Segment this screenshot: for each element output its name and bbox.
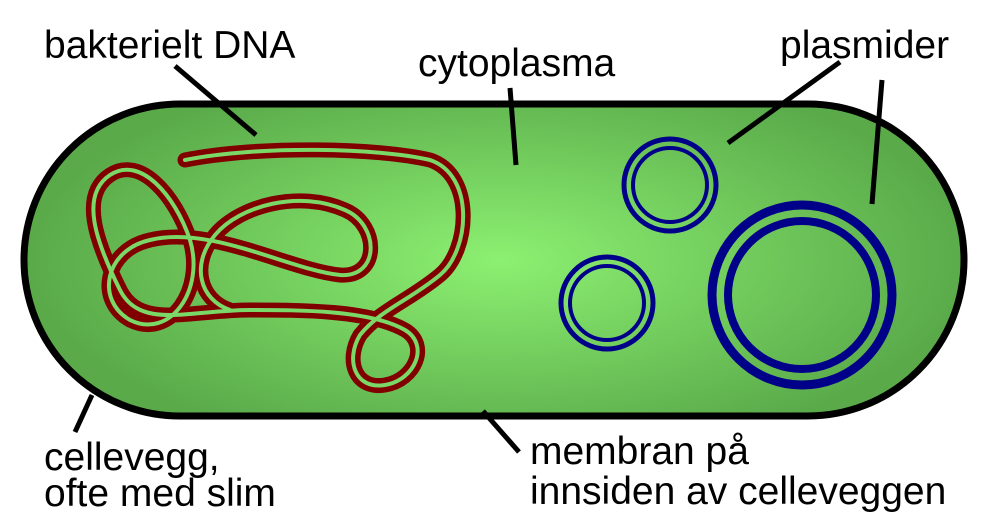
label-cell-wall-line1: cellevegg, [44,436,220,479]
leader-dna [173,64,258,137]
label-membrane-line1: membran på [530,430,749,473]
leader-lines [72,59,885,454]
label-membrane-line2: innsiden av celleveggen [530,470,946,513]
dna-strand-gap [91,147,466,388]
bacterial-dna [85,142,471,393]
leader-plasmid-large [869,79,885,205]
leader-membrane [481,409,521,454]
cell-body [20,100,968,420]
label-cytoplasm: cytoplasma [418,42,616,85]
leader-plasmid-small [726,59,842,146]
leader-cell-wall [72,393,95,434]
plasmid-small-top [621,136,719,234]
plasmid-large [707,200,897,390]
label-bacterial-dna: bakterielt DNA [44,24,295,67]
leader-cytoplasm [507,87,519,166]
label-plasmids: plasmider [780,24,949,67]
label-cell-wall-line2: ofte med slim [44,472,276,515]
plasmid-small-bottom [558,254,656,352]
